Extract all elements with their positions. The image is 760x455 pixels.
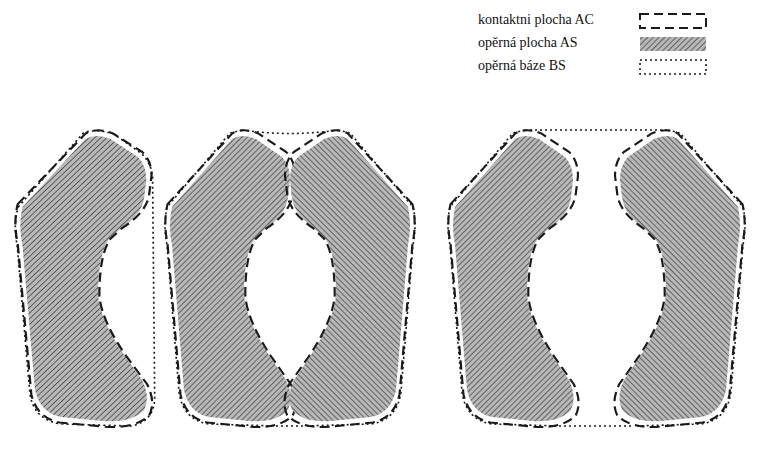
legend-swatch: [638, 58, 710, 76]
support-base-line: [242, 130, 338, 426]
legend-label: opěrná báze BS: [478, 58, 566, 74]
right-foot: [614, 130, 745, 427]
legend-entry: kontaktni plocha AC: [478, 12, 594, 28]
legend-label: kontaktni plocha AC: [478, 12, 594, 28]
support-base-line: [525, 130, 668, 426]
single-foot: [15, 130, 154, 427]
left-foot: [165, 130, 296, 427]
left-foot: [448, 130, 579, 427]
legend-swatch: [638, 12, 710, 30]
legend-entry: opěrná báze BS: [478, 58, 566, 74]
legend-label: opěrná plocha AS: [478, 35, 578, 51]
right-foot: [284, 130, 415, 427]
legend-swatch: [638, 35, 710, 53]
legend-entry: opěrná plocha AS: [478, 35, 578, 51]
